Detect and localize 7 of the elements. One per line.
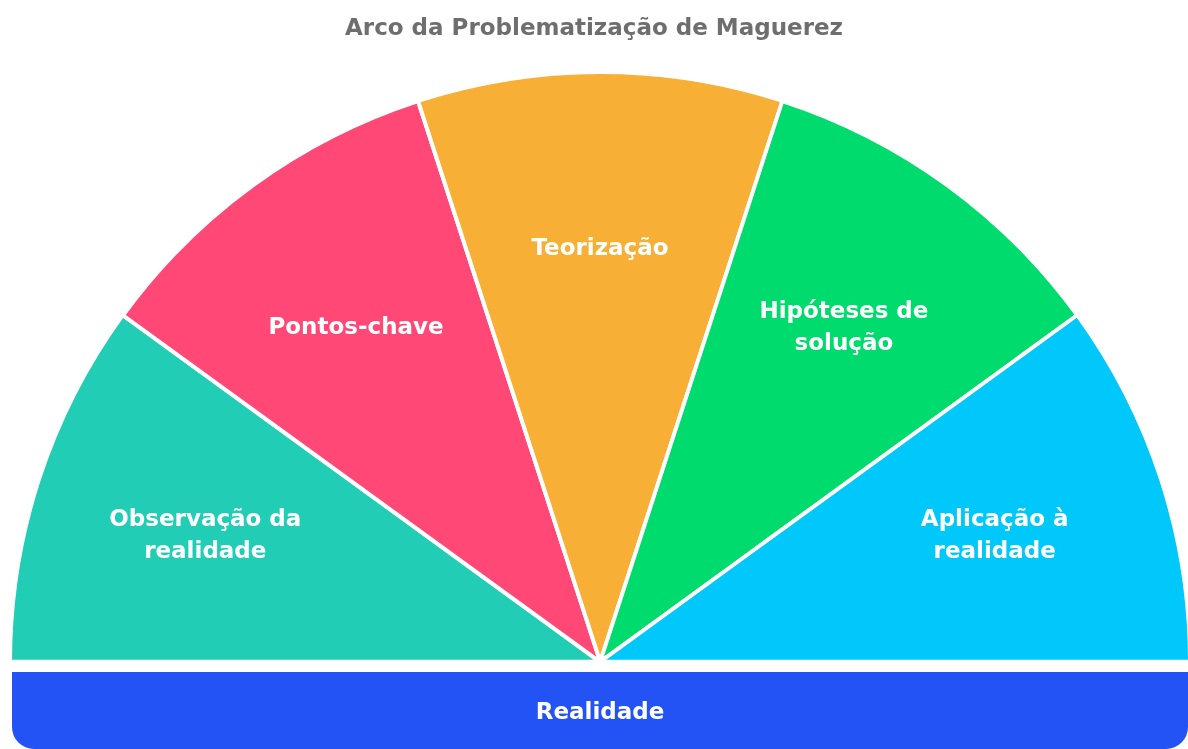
sector-label: Observação da realidade: [108, 503, 303, 565]
diagram-title: Arco da Problematização de Maguerez: [344, 14, 844, 40]
sector-label: Aplicação à realidade: [919, 503, 1070, 565]
sector-label: Hipóteses de solução: [758, 296, 930, 358]
sector-label: Pontos-chave: [267, 312, 445, 342]
base-band: Realidade: [12, 672, 1188, 749]
sector-label: Teorização: [530, 233, 670, 262]
